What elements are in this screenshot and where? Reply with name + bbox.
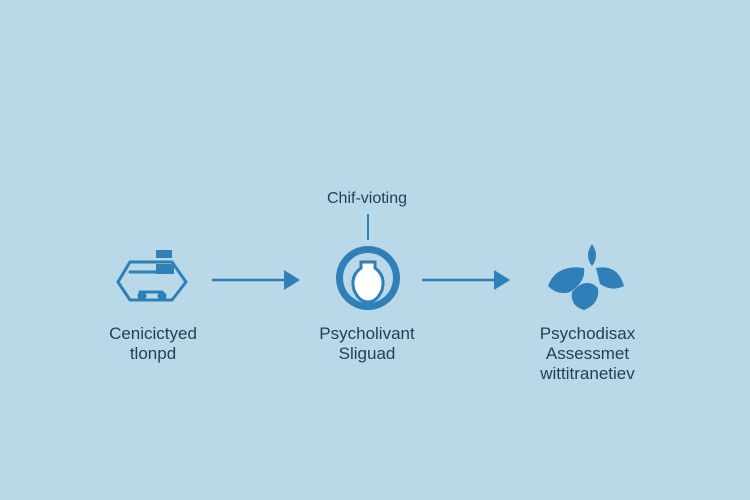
step-2-label: Psycholivant Sliguad [292, 324, 442, 364]
flow-arrow-1 [212, 270, 300, 290]
person-figure-icon [548, 244, 624, 310]
step-3-label: Psychodisax Assessmet wittitranetiev [505, 324, 670, 384]
top-label: Chif-vioting [326, 190, 408, 207]
step-3-label-line-1: Psychodisax [539, 324, 636, 343]
keyhole-icon [336, 246, 400, 310]
step-2-label-line-1: Psycholivant [319, 324, 415, 343]
step-1-label-line-1: Cenicictyed [109, 324, 197, 343]
step-1-label-line-2: tlonpd [129, 344, 177, 363]
vehicle-icon [116, 250, 188, 302]
flow-arrow-2 [422, 270, 510, 290]
step-2-label-line-2: Sliguad [338, 344, 396, 363]
step-1-label: Cenicictyed tlonpd [78, 324, 228, 364]
step-3-label-line-3: wittitranetiev [540, 364, 635, 383]
step-3-label-line-2: Assessmet [545, 344, 630, 363]
